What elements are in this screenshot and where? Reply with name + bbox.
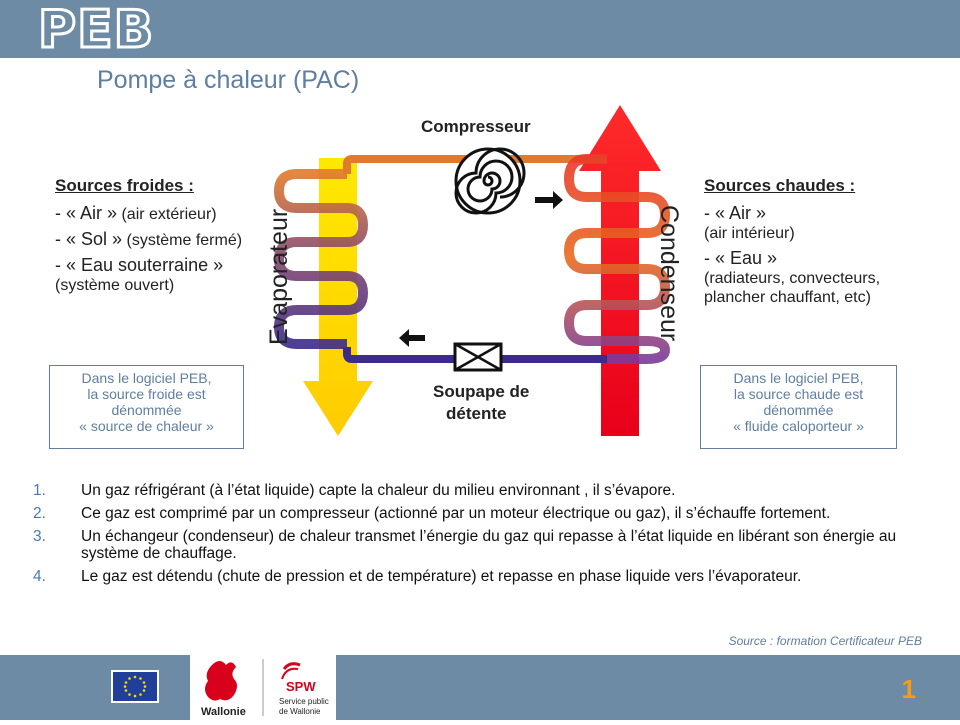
- note-cold-source: Dans le logiciel PEB, la source froide e…: [49, 365, 244, 449]
- spw-sub-1: Service public: [279, 697, 329, 706]
- hot-source-water: - « Eau »(radiateurs, convecteurs, planc…: [704, 248, 881, 307]
- condenser-label: Condenseur: [655, 205, 683, 341]
- condenser-coil: [563, 154, 671, 364]
- page-title: Pompe à chaleur (PAC): [97, 66, 360, 94]
- peb-logo: PEB: [36, 0, 155, 60]
- flow-arrow-left-icon: [399, 329, 425, 347]
- compressor-label: Compresseur: [421, 117, 531, 136]
- wallonie-rooster-icon: [205, 661, 237, 701]
- list-item: 1.Un gaz réfrigérant (à l’état liquide) …: [33, 482, 676, 499]
- valve-label-1: Soupape de: [433, 382, 529, 401]
- hot-sources-header: Sources chaudes :: [704, 176, 856, 195]
- compressor-icon: [454, 147, 526, 215]
- list-item: 4.Le gaz est détendu (chute de pression …: [33, 568, 802, 585]
- list-item: 3.Un échangeur (condenseur) de chaleur t…: [33, 528, 897, 562]
- spw-label: SPW: [286, 679, 316, 694]
- cold-source-soil: - « Sol » (système fermé): [55, 229, 243, 250]
- cold-flow-arrow: [303, 158, 373, 436]
- logos-panel: Wallonie SPW Service public de Wallonie: [190, 655, 336, 720]
- spw-logo-icon: [281, 662, 301, 680]
- eu-flag-icon: [111, 670, 159, 703]
- hot-sources: Sources chaudes : - « Air »(air intérieu…: [704, 176, 894, 313]
- cold-source-groundwater: - « Eau souterraine »(système ouvert): [55, 255, 224, 295]
- cold-sources-header: Sources froides :: [55, 176, 194, 195]
- page-number: 1: [901, 674, 916, 704]
- footer-bar: Wallonie SPW Service public de Wallonie: [0, 655, 960, 720]
- steps-list: 1.Un gaz réfrigérant (à l’état liquide) …: [30, 482, 940, 591]
- note-hot-source: Dans le logiciel PEB, la source chaude e…: [700, 365, 897, 449]
- header-bar: [0, 0, 960, 58]
- flow-arrow-right-icon: [535, 191, 563, 209]
- evaporator-label: Evaporateur: [265, 209, 293, 345]
- hot-source-air: - « Air »(air intérieur): [704, 203, 795, 243]
- cold-source-air: - « Air » (air extérieur): [55, 203, 217, 224]
- source-credit: Source : formation Certificateur PEB: [728, 634, 922, 648]
- expansion-valve-icon: [453, 342, 503, 372]
- wallonie-label: Wallonie: [201, 706, 246, 718]
- valve-label-2: détente: [446, 404, 506, 423]
- list-item: 2.Ce gaz est comprimé par un compresseur…: [33, 505, 831, 522]
- spw-sub-2: de Wallonie: [279, 707, 321, 716]
- evaporator-coil: [273, 169, 369, 349]
- cold-sources: Sources froides : - « Air » (air extérie…: [55, 176, 270, 301]
